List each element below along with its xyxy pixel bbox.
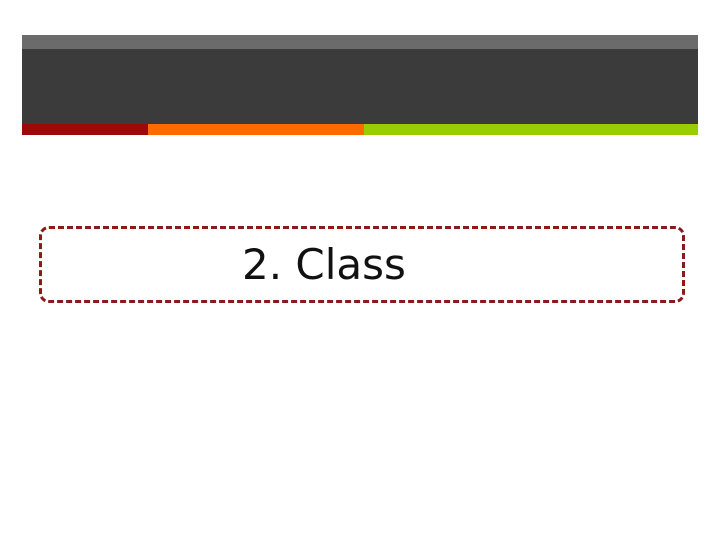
slide-title: 2. Class: [242, 240, 406, 289]
accent-segment-green: [364, 124, 698, 135]
title-box: 2. Class: [39, 226, 685, 303]
header-band: [22, 35, 698, 124]
accent-segment-orange: [148, 124, 364, 135]
accent-bar: [22, 124, 698, 135]
accent-segment-red: [22, 124, 148, 135]
header-top-strip: [22, 35, 698, 49]
